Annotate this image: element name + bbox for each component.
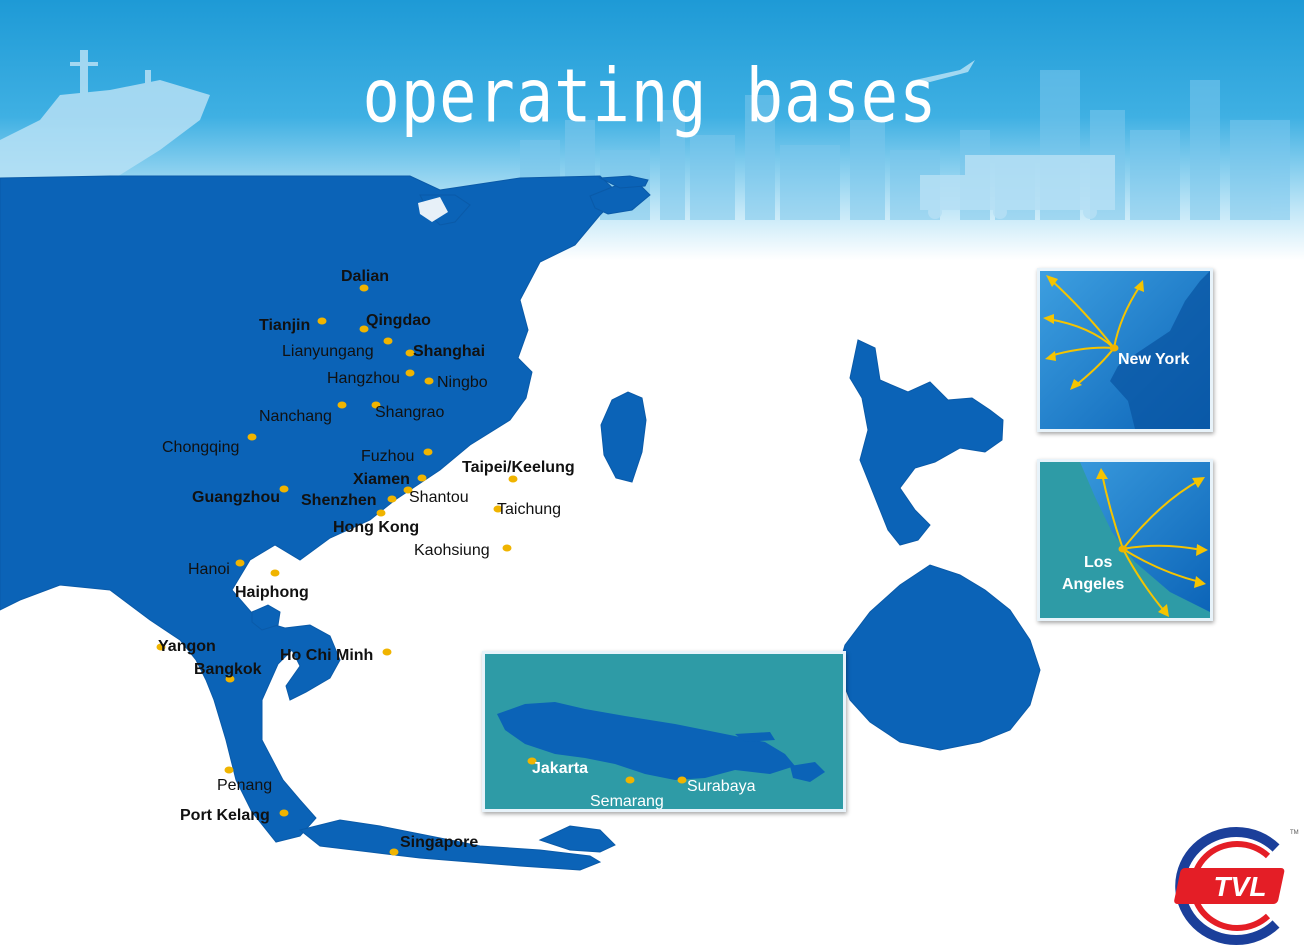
city-dots: [156, 284, 518, 856]
page-title: operating bases: [362, 52, 938, 140]
city-label-hangzhou: Hangzhou: [327, 370, 400, 387]
city-dot: [382, 648, 392, 656]
city-dot: [417, 474, 427, 482]
city-label-taipei-keelung: Taipei/Keelung: [462, 459, 575, 476]
city-dot: [317, 317, 327, 325]
city-label-jakarta: Jakarta: [532, 760, 589, 777]
java-map: [497, 702, 825, 784]
city-dot: [387, 495, 397, 503]
city-dot: [405, 369, 415, 377]
city-label-surabaya: Surabaya: [687, 778, 756, 795]
city-label-shenzhen: Shenzhen: [301, 492, 377, 509]
city-label-penang: Penang: [217, 777, 273, 794]
city-dot: [389, 848, 399, 856]
asia-mainland: [0, 175, 621, 843]
city-label-port-kelang: Port Kelang: [180, 807, 270, 824]
city-dot: [424, 377, 434, 385]
logo-text: TVL: [1214, 871, 1267, 902]
city-dot: [247, 433, 257, 441]
city-dot: [156, 643, 166, 651]
los-angeles-map: [1040, 462, 1210, 618]
inset-los-angeles: Los Angeles: [1037, 459, 1213, 621]
city-label-ningbo: Ningbo: [437, 374, 488, 391]
city-label-angeles: Angeles: [1062, 576, 1125, 593]
city-label-lianyungang: Lianyungang: [282, 343, 374, 360]
city-label-dalian: Dalian: [341, 268, 390, 285]
trademark-mark: TM: [1290, 830, 1299, 836]
city-dot: [279, 485, 289, 493]
city-label-singapore: Singapore: [400, 834, 479, 851]
city-label-xiamen: Xiamen: [353, 471, 410, 488]
city-dot: [224, 766, 234, 774]
city-dot: [235, 559, 245, 567]
city-label-chongqing: Chongqing: [162, 439, 240, 456]
hainan-island: [251, 604, 281, 631]
city-label-shantou: Shantou: [409, 489, 469, 506]
city-label-shangrao: Shangrao: [375, 404, 445, 421]
city-dot: [508, 475, 518, 483]
city-label-kaohsiung: Kaohsiung: [414, 542, 490, 559]
city-dot: [337, 401, 347, 409]
city-dot: [405, 349, 415, 357]
city-dot: [359, 284, 369, 292]
city-dot: [270, 569, 280, 577]
city-label-nanchang: Nanchang: [259, 408, 332, 425]
inset-new-york: New York: [1037, 268, 1213, 432]
philippines: [849, 339, 1004, 546]
city-label-qingdao: Qingdao: [366, 312, 431, 329]
city-label-tianjin: Tianjin: [259, 317, 311, 334]
city-label-yangon: Yangon: [158, 638, 216, 655]
city-dot: [403, 486, 413, 494]
city-label-fuzhou: Fuzhou: [361, 448, 415, 465]
city-dot: [225, 675, 235, 683]
borneo: [837, 564, 1041, 751]
taiwan-island: [600, 391, 647, 483]
city-label-haiphong: Haiphong: [235, 584, 309, 601]
city-dot: [376, 509, 386, 517]
city-dot: [359, 325, 369, 333]
city-label-semarang: Semarang: [590, 793, 664, 810]
city-label-new-york: New York: [1118, 351, 1190, 368]
city-label-taichung: Taichung: [497, 501, 562, 518]
city-label-ho-chi-minh: Ho Chi Minh: [280, 647, 374, 664]
malay-island: [538, 825, 616, 853]
city-label-guangzhou: Guangzhou: [192, 489, 280, 506]
sumatra: [298, 819, 602, 871]
inset-java: Jakarta Semarang Surabaya: [482, 651, 846, 812]
city-label-los: Los: [1084, 554, 1113, 571]
city-label-shanghai: Shanghai: [413, 343, 486, 360]
japan-island-north: [598, 175, 649, 189]
city-dot: [383, 337, 393, 345]
new-york-map: [1043, 271, 1210, 429]
city-label-hong-kong: Hong Kong: [333, 519, 420, 536]
city-dot: [371, 401, 381, 409]
city-dot: [493, 505, 503, 513]
city-label-bangkok: Bangkok: [194, 661, 262, 678]
city-label-hanoi: Hanoi: [188, 561, 230, 578]
tvl-logo: TVL TM: [1174, 827, 1299, 945]
city-dot: [423, 448, 433, 456]
city-dot: [502, 544, 512, 552]
city-dot: [279, 809, 289, 817]
